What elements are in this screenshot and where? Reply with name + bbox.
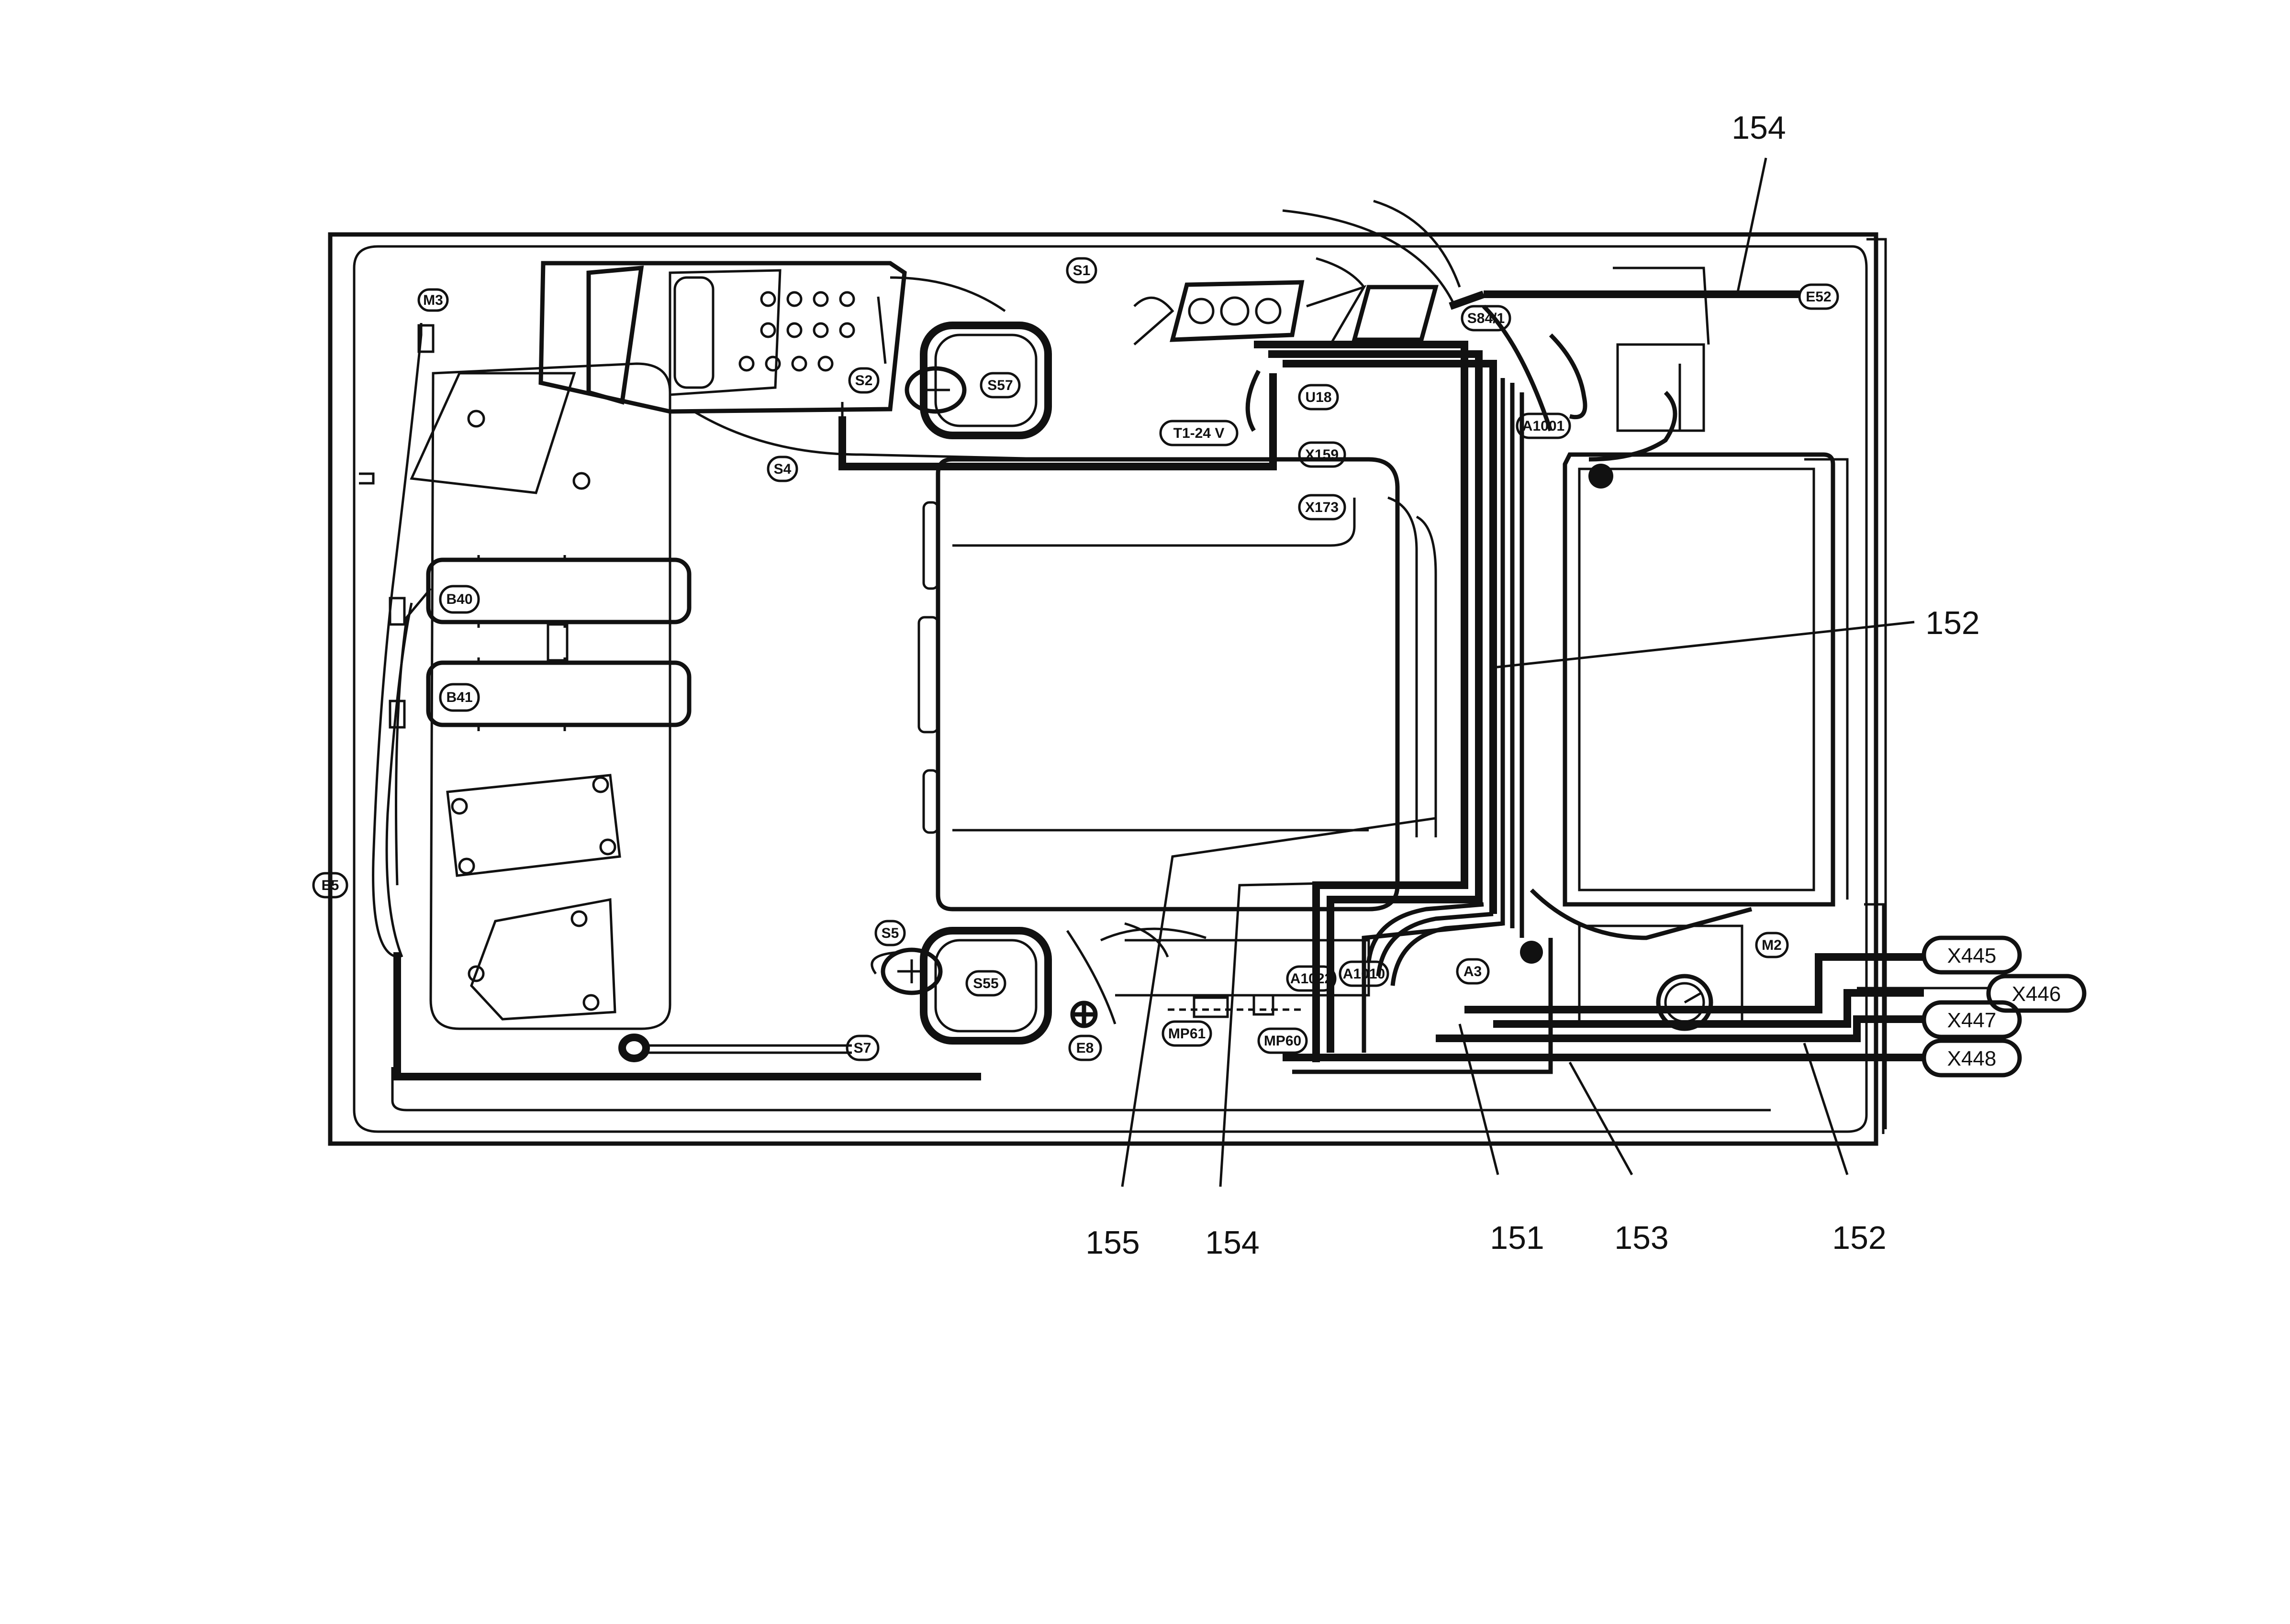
tag-s7: S7 [846, 1034, 880, 1061]
tag-a3: A3 [1456, 958, 1490, 985]
tag-mp61: MP61 [1162, 1020, 1212, 1047]
callout-leaders [1121, 157, 1915, 1187]
svg-text:X159: X159 [1305, 447, 1339, 463]
svg-text:A3: A3 [1463, 964, 1482, 979]
svg-text:S7: S7 [854, 1040, 871, 1056]
svg-text:X446: X446 [2012, 982, 2061, 1006]
tag-b40: B40 [439, 585, 480, 614]
callout-155: 155 [1085, 1224, 1139, 1261]
svg-text:T1-24 V: T1-24 V [1173, 425, 1225, 441]
tag-mp60: MP60 [1257, 1027, 1308, 1054]
tag-s4: S4 [767, 456, 798, 482]
svg-text:B41: B41 [446, 690, 472, 705]
control-panel [538, 261, 907, 414]
callout-152-right: 152 [1925, 605, 1979, 641]
svg-text:M3: M3 [423, 292, 443, 308]
motor-s55 [871, 927, 1052, 1045]
left-mounting-panel [372, 323, 981, 1080]
svg-text:U18: U18 [1305, 389, 1331, 405]
svg-text:S84/1: S84/1 [1467, 311, 1505, 326]
tag-b41: B41 [439, 683, 480, 712]
svg-text:S55: S55 [973, 976, 998, 991]
svg-text:S1: S1 [1073, 263, 1091, 278]
svg-text:E52: E52 [1806, 289, 1831, 305]
callout-151: 151 [1490, 1220, 1544, 1256]
svg-text:S5: S5 [882, 925, 899, 941]
indicator-lamp-grid [738, 291, 855, 372]
right-enclosure [1563, 267, 1849, 907]
callout-154-bottom: 154 [1205, 1224, 1259, 1261]
wire-harness [693, 200, 1924, 1074]
tag-x159: X159 [1298, 441, 1346, 468]
callout-numbers: 154 152 155 154 151 153 152 [1085, 110, 1979, 1261]
svg-text:MP60: MP60 [1264, 1033, 1301, 1049]
tag-e52: E52 [1798, 283, 1839, 310]
connector-x447: X447 [1921, 1000, 2022, 1039]
connector-x446: X446 [1857, 974, 2087, 1013]
tag-t1: T1-24 V [1159, 420, 1239, 446]
tag-s1: S1 [1066, 257, 1097, 284]
svg-text:MP61: MP61 [1168, 1026, 1206, 1042]
tag-s84: S84/1 [1461, 305, 1511, 332]
svg-text:A1022: A1022 [1290, 971, 1332, 987]
callout-152-bottom: 152 [1832, 1220, 1886, 1256]
lower-left-components [618, 939, 1370, 1062]
callout-154-top: 154 [1731, 110, 1786, 146]
tag-a1022: A1022 [1286, 965, 1337, 992]
motor-s57 [905, 322, 1052, 439]
svg-text:B40: B40 [446, 591, 472, 607]
tag-e8: E8 [1068, 1034, 1102, 1061]
svg-text:A1001: A1001 [1522, 418, 1564, 434]
tag-a1010: A1010 [1339, 960, 1389, 987]
svg-text:X447: X447 [1947, 1009, 1997, 1032]
tag-x173: X173 [1298, 494, 1346, 521]
svg-text:S4: S4 [774, 461, 792, 477]
svg-text:S2: S2 [855, 373, 873, 389]
top-terminal-cluster [1133, 280, 1439, 345]
svg-text:E8: E8 [1076, 1040, 1094, 1056]
transformer-t1 [917, 457, 1437, 912]
tag-s55: S55 [965, 970, 1006, 997]
tag-u18: U18 [1298, 384, 1339, 411]
svg-text:X445: X445 [1947, 944, 1997, 968]
tag-a1001: A1001 [1516, 412, 1571, 439]
svg-text:X173: X173 [1305, 500, 1339, 515]
component-tags: M3 S1 S2 S4 S57 S84/1 E52 U18 A1001 T1-2… [312, 257, 1839, 1061]
callout-153: 153 [1614, 1220, 1668, 1256]
svg-text:X448: X448 [1947, 1047, 1997, 1070]
connector-x445: X445 [1921, 935, 2022, 975]
svg-text:E5: E5 [322, 878, 339, 893]
svg-text:M2: M2 [1762, 937, 1782, 953]
tag-e5: E5 [312, 872, 348, 899]
svg-text:S57: S57 [987, 378, 1013, 393]
tag-s2: S2 [848, 367, 880, 394]
connector-labels: X445 X446 X447 X448 [1857, 935, 2087, 1078]
connector-x448: X448 [1921, 1038, 2022, 1078]
tag-m3: M3 [417, 288, 449, 312]
chassis-outline [328, 232, 1887, 1146]
svg-text:A1010: A1010 [1343, 966, 1385, 982]
tag-m2: M2 [1755, 932, 1789, 958]
tag-s57: S57 [980, 372, 1021, 399]
tag-s5: S5 [874, 920, 906, 946]
